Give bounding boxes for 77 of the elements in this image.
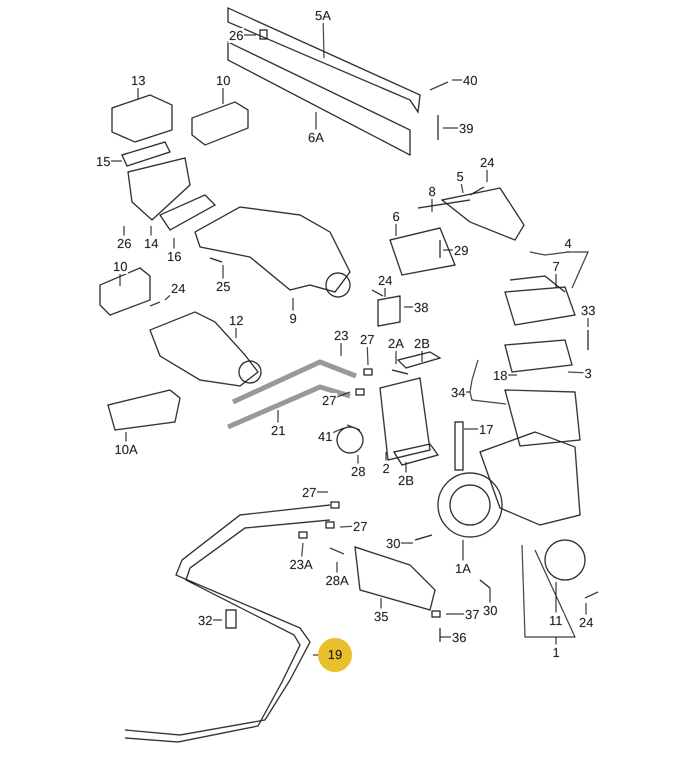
leader-line: [462, 540, 464, 561]
callout-number: 18: [492, 368, 508, 382]
leader-line: [380, 598, 382, 609]
leader-line: [292, 298, 294, 311]
callout-number: 37: [464, 606, 480, 622]
leader-line: [534, 550, 576, 645]
callout-number: 2: [382, 460, 391, 476]
callout-number: 24: [479, 154, 496, 170]
callout-number: 16: [166, 248, 182, 264]
callout-number: 29: [453, 242, 470, 258]
callout-number: 28: [350, 464, 366, 478]
callout-number: 39: [458, 120, 474, 136]
callout-number: 40: [462, 72, 478, 88]
leader-line: [486, 169, 488, 182]
callout-number: 25: [215, 278, 232, 294]
callout-number: 23: [333, 328, 350, 342]
leader-line: [150, 226, 152, 236]
callout-number: 2B: [397, 472, 415, 488]
leader-line: [464, 428, 478, 430]
callout-number: 34: [450, 384, 466, 400]
callout-number: 6A: [307, 130, 325, 144]
leader-line: [568, 250, 589, 288]
leader-line: [400, 542, 414, 544]
leader-line: [222, 87, 224, 104]
callout-number: 27: [352, 518, 368, 534]
callout-number: 9: [288, 310, 298, 326]
callout-number: 6: [392, 208, 401, 224]
leader-line: [440, 636, 452, 638]
leader-line: [366, 346, 368, 366]
leader-line: [404, 306, 414, 308]
callout-number: 26: [228, 28, 244, 42]
callout-number: 23A: [288, 556, 314, 572]
leader-line: [336, 392, 350, 398]
callout-number: 13: [130, 72, 146, 88]
callout-number: 2A: [387, 336, 405, 350]
leader-line: [222, 264, 224, 279]
callout-number: 2B: [413, 336, 431, 350]
callout-number: 27: [301, 484, 318, 500]
leader-line: [508, 374, 518, 376]
leader-line: [301, 542, 304, 557]
callout-number: 36: [451, 630, 468, 644]
callout-number: 21: [270, 422, 286, 438]
callout-number: 24: [377, 272, 394, 288]
leader-line: [340, 342, 342, 356]
callout-number: 33: [580, 302, 596, 318]
callout-number: 8: [428, 184, 437, 198]
callout-number: 12: [228, 312, 244, 328]
callout-number: 30: [385, 536, 402, 550]
callout-number: 10: [215, 72, 232, 88]
leader-line: [244, 34, 256, 36]
highlighted-callout-number: 19: [318, 638, 352, 672]
callout-number: 10: [112, 258, 128, 274]
callout-number: 38: [413, 300, 430, 314]
callout-number: 11: [548, 612, 564, 628]
leader-line: [336, 562, 338, 573]
callout-number: 24: [578, 614, 594, 630]
callout-number: 28A: [324, 572, 350, 588]
leader-line: [322, 22, 324, 58]
leader-line: [164, 294, 170, 300]
leader-line: [466, 392, 506, 404]
leader-line: [340, 526, 352, 528]
callout-number: 26: [116, 236, 132, 250]
leader-line: [460, 183, 464, 194]
leader-line: [110, 160, 122, 162]
callout-number: 24: [170, 280, 186, 296]
callout-number: 27: [359, 332, 376, 346]
callout-number: 3: [584, 366, 593, 380]
leader-line: [384, 287, 386, 298]
leader-line: [568, 372, 584, 374]
callout-number: 10A: [114, 442, 139, 456]
callout-number: 30: [482, 602, 498, 618]
callout-number: 27: [321, 392, 338, 408]
callout-number: 32: [197, 612, 214, 628]
leader-line: [312, 654, 318, 656]
leader-line: [332, 428, 344, 434]
leader-line: [530, 250, 568, 256]
callout-number: 35: [373, 608, 390, 624]
